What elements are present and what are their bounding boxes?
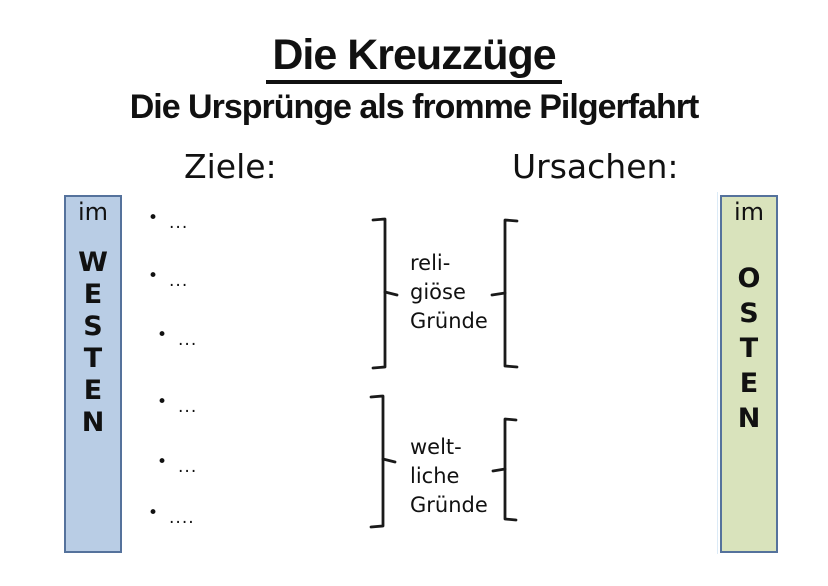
list-item: • ... [148,208,188,232]
west-box-prefix: im [77,198,109,226]
bullet-icon: • [157,452,168,472]
brace-religious-left [371,217,399,370]
list-item: • .... [148,503,195,527]
bullet-icon: • [157,325,168,345]
bullet-icon: • [148,503,159,523]
east-letter: E [739,368,759,400]
label-line: liche [410,464,460,488]
east-letter: O [737,263,761,295]
west-letter: N [81,407,105,439]
east-letter: S [739,298,759,330]
west-letter: E [83,375,103,407]
label-religious-reasons: reli- giöse Gründe [410,249,488,336]
west-letter: T [83,343,103,375]
label-line: Gründe [410,493,488,517]
label-secular-reasons: welt- liche Gründe [410,433,488,520]
bullet-text: ... [178,330,198,350]
bullet-icon: • [157,392,168,412]
brace-secular-left [369,394,397,529]
page-subtitle: Die Ursprünge als fromme Pilgerfahrt [129,88,700,126]
west-box: im W E S T E N [64,195,122,553]
brace-religious-right [490,218,519,369]
east-letter: N [737,403,761,435]
label-line: reli- [410,251,451,275]
east-box-letters: O S T E N [738,261,761,436]
bullet-text: .... [169,508,195,528]
east-box-prefix: im [733,198,765,226]
list-item: • ... [157,452,197,476]
west-box-letters: W E S T E N [78,247,108,439]
west-letter: S [83,311,103,343]
list-item: • ... [148,266,188,290]
subtitle-wrap: Die Ursprünge als fromme Pilgerfahrt [0,88,828,127]
label-line: welt- [410,435,462,459]
title-wrap: Die Kreuzzüge [0,31,828,85]
bullet-text: ... [169,271,189,291]
heading-ziele: Ziele: [184,147,277,186]
label-line: Gründe [410,309,488,333]
bullet-text: ... [169,213,189,233]
west-letter: E [83,279,103,311]
label-line: giöse [410,280,466,304]
page-title: Die Kreuzzüge [266,31,562,85]
bullet-icon: • [148,266,159,286]
bullet-text: ... [178,457,198,477]
east-box: im O S T E N [720,195,778,553]
list-item: • ... [157,392,197,416]
bullet-text: ... [178,397,198,417]
bullet-icon: • [148,208,159,228]
heading-ursachen: Ursachen: [512,147,679,186]
guide-line [717,192,718,554]
east-letter: T [739,333,759,365]
list-item: • ... [157,325,197,349]
brace-secular-right [491,417,518,522]
west-letter: W [78,247,108,279]
